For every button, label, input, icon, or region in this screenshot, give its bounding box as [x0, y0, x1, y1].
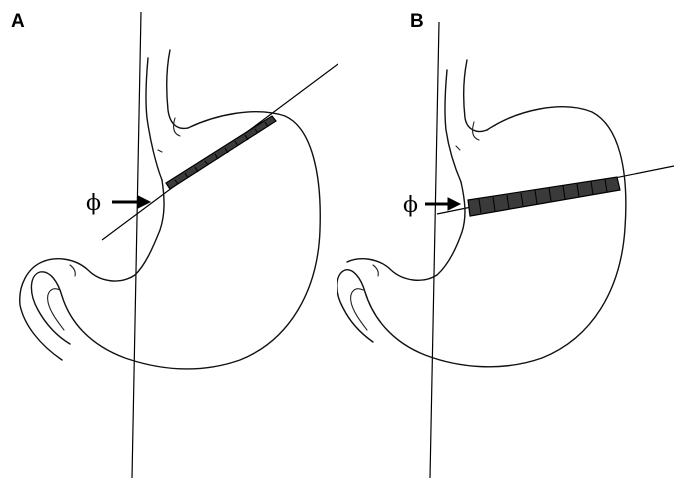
panel-a: A ϕ — [0, 0, 338, 480]
esophagus-outline — [464, 60, 487, 132]
vertical-reference-line — [132, 12, 141, 478]
stomach-diagram-b: ϕ — [337, 0, 675, 480]
esophagus-inner-outline — [146, 58, 162, 180]
panel-b: B ϕ — [337, 0, 675, 480]
esophagus-outline — [167, 50, 188, 128]
stomach-outline — [337, 107, 626, 367]
stomach-diagram-a: ϕ — [0, 0, 338, 480]
arrow-icon — [112, 196, 150, 208]
arrow-icon — [425, 198, 460, 210]
vertical-reference-line — [430, 22, 439, 478]
phi-marker: ϕ — [86, 191, 101, 216]
pylorus-detail — [70, 265, 75, 276]
stomach-outline — [31, 112, 320, 369]
esophagus-inner-outline — [445, 70, 461, 182]
staple-line-icon — [166, 116, 276, 189]
staple-line-icon — [468, 177, 620, 216]
pylorus-detail — [373, 265, 378, 276]
fundus-fold — [158, 150, 162, 152]
fundus-fold — [456, 146, 460, 150]
phi-marker: ϕ — [403, 193, 418, 218]
